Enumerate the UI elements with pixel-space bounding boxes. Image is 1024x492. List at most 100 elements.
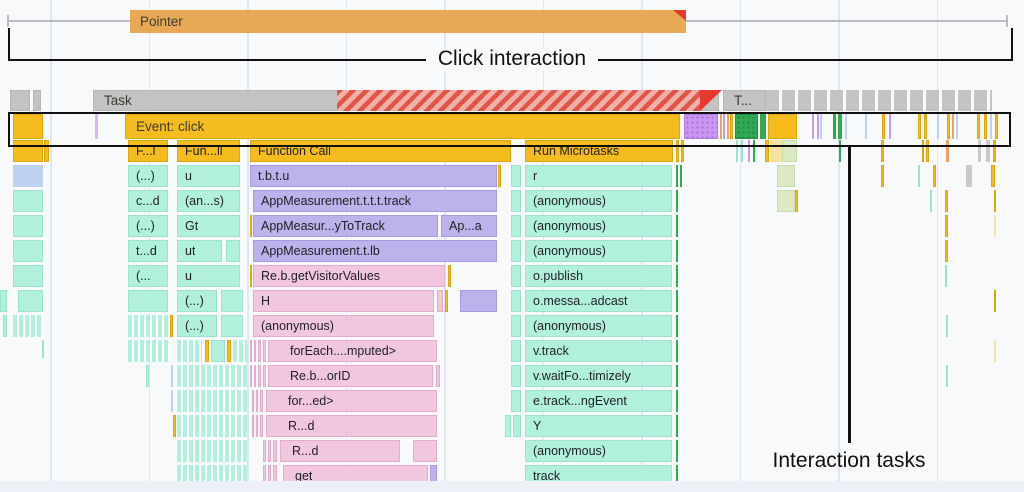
flame-bar-appmeasurement-t-t-t-track[interactable]: AppMeasurement.t.t.t.track bbox=[253, 190, 497, 212]
flame-sliver bbox=[505, 415, 511, 437]
flame-sliver bbox=[926, 140, 929, 162]
flame-bar-f-l[interactable]: F...l bbox=[128, 140, 168, 162]
flame-sliver bbox=[511, 190, 521, 212]
flame-sliver bbox=[511, 315, 521, 337]
flame-sliver bbox=[170, 315, 173, 337]
flame-bar-appmeasur-ytotrack[interactable]: AppMeasur...yToTrack bbox=[253, 215, 438, 237]
flame-bar-gt[interactable]: Gt bbox=[177, 215, 240, 237]
flame-bar-bar[interactable]: (...) bbox=[177, 315, 217, 337]
flame-bar-label: (...) bbox=[136, 169, 155, 183]
flame-bar-pointer[interactable]: Pointer bbox=[130, 10, 686, 33]
flame-bar-y[interactable]: Y bbox=[525, 415, 672, 437]
flame-bar-run-microtasks[interactable]: Run Microtasks bbox=[525, 140, 673, 162]
flame-bar-bar[interactable]: (... bbox=[128, 265, 168, 287]
flame-sliver bbox=[258, 365, 261, 387]
flame-bar-label: (... bbox=[136, 269, 151, 283]
flame-sliver bbox=[768, 114, 797, 139]
flame-bar-for-ed[interactable]: for...ed> bbox=[266, 390, 437, 412]
interaction-whisker-right bbox=[686, 20, 1008, 22]
flame-bar-fun-ll[interactable]: Fun...ll bbox=[177, 140, 240, 162]
interaction-tasks-annotation[interactable]: Interaction tasks bbox=[748, 449, 950, 473]
flame-sliver bbox=[741, 140, 743, 162]
flame-bar-u[interactable]: u bbox=[177, 265, 240, 287]
flame-sliver bbox=[13, 240, 43, 262]
flame-bar-label: (...) bbox=[136, 219, 155, 233]
gridline bbox=[838, 0, 840, 481]
flame-sliver bbox=[839, 140, 841, 162]
flame-sliver bbox=[882, 114, 885, 139]
flame-sliver bbox=[720, 114, 722, 139]
flame-bar-ap-a[interactable]: Ap...a bbox=[441, 215, 497, 237]
flame-sliver bbox=[777, 165, 795, 187]
flame-sliver bbox=[986, 140, 990, 162]
flame-bar-c-d[interactable]: c...d bbox=[128, 190, 168, 212]
flame-sliver bbox=[13, 114, 43, 139]
flame-bar-label: Run Microtasks bbox=[533, 144, 620, 158]
flame-bar-bar[interactable]: (...) bbox=[128, 165, 168, 187]
flame-bar-an-s[interactable]: (an...s) bbox=[177, 190, 240, 212]
flame-sliver bbox=[947, 114, 950, 139]
flame-bar-bar[interactable]: (...) bbox=[177, 290, 217, 312]
flame-sliver bbox=[205, 340, 209, 362]
flame-bar-o-publish[interactable]: o.publish bbox=[525, 265, 672, 287]
flame-sliver bbox=[177, 390, 247, 412]
flame-sliver bbox=[952, 114, 954, 139]
flame-bar-anonymous[interactable]: (anonymous) bbox=[525, 440, 672, 462]
flame-sliver bbox=[991, 165, 995, 187]
flame-sliver bbox=[865, 114, 867, 139]
flame-bar-anonymous[interactable]: (anonymous) bbox=[525, 240, 672, 262]
flame-bar-re-b-getvisitorvalues[interactable]: Re.b.getVisitorValues bbox=[253, 265, 445, 287]
flame-bar-function-call[interactable]: Function Call bbox=[250, 140, 511, 162]
flame-bar-label: (...) bbox=[185, 319, 204, 333]
flame-bar-label: (anonymous) bbox=[533, 319, 606, 333]
flame-bar-v-track[interactable]: v.track bbox=[525, 340, 672, 362]
flame-bar-anonymous[interactable]: (anonymous) bbox=[525, 190, 672, 212]
flame-sliver bbox=[676, 140, 679, 162]
flame-sliver bbox=[922, 140, 924, 162]
flame-bar-anonymous[interactable]: (anonymous) bbox=[253, 315, 434, 337]
flame-sliver bbox=[833, 114, 836, 139]
flame-sliver bbox=[460, 290, 497, 312]
flame-bar-event-click[interactable]: Event: click bbox=[125, 114, 680, 139]
flame-bar-e-track-ngevent[interactable]: e.track...ngEvent bbox=[525, 390, 672, 412]
flame-bar-ut[interactable]: ut bbox=[177, 240, 222, 262]
flame-sliver bbox=[937, 114, 939, 139]
flame-sliver bbox=[676, 440, 678, 462]
flame-bar-anonymous[interactable]: (anonymous) bbox=[525, 315, 672, 337]
flame-bar-v-waitfo-timizely[interactable]: v.waitFo...timizely bbox=[525, 365, 672, 387]
flame-sliver bbox=[250, 340, 252, 362]
flame-bar-label: o.publish bbox=[533, 269, 584, 283]
click-bracket-right-edge bbox=[1011, 28, 1013, 61]
flame-bar-r[interactable]: r bbox=[525, 165, 672, 187]
flame-bar-appmeasurement-t-lb[interactable]: AppMeasurement.t.lb bbox=[253, 240, 497, 262]
flame-bar-t[interactable]: T... bbox=[723, 90, 766, 111]
flame-bar-foreach-mputed[interactable]: forEach....mputed> bbox=[268, 340, 437, 362]
flame-sliver bbox=[511, 165, 521, 187]
flame-bar-t-b-t-u[interactable]: t.b.t.u bbox=[250, 165, 497, 187]
flame-bar-label: R...d bbox=[288, 419, 315, 433]
flame-sliver bbox=[18, 290, 43, 312]
flame-bar-r-d[interactable]: R...d bbox=[280, 440, 400, 462]
flame-sliver bbox=[760, 114, 766, 139]
flame-bar-t-d[interactable]: t...d bbox=[128, 240, 168, 262]
flame-bar-bar[interactable]: (...) bbox=[128, 215, 168, 237]
flame-bar-o-messa-adcast[interactable]: o.messa...adcast bbox=[525, 290, 672, 312]
flame-sliver bbox=[673, 10, 686, 21]
flame-sliver bbox=[263, 365, 266, 387]
flame-bar-h[interactable]: H bbox=[253, 290, 434, 312]
flame-sliver bbox=[995, 114, 998, 139]
flame-sliver bbox=[263, 440, 266, 462]
click-interaction-annotation[interactable]: Click interaction bbox=[0, 47, 1024, 71]
flame-bar-label: for...ed> bbox=[288, 394, 334, 408]
flame-sliver bbox=[990, 114, 992, 139]
flame-sliver bbox=[445, 290, 448, 312]
whisker-tick-right bbox=[1006, 15, 1008, 27]
flame-bar-re-b-orid[interactable]: Re.b...orID bbox=[268, 365, 433, 387]
flame-sliver bbox=[946, 140, 949, 162]
flame-sliver bbox=[13, 215, 43, 237]
flame-sliver bbox=[128, 340, 168, 362]
flame-bar-label: get bbox=[295, 469, 313, 483]
flame-bar-u[interactable]: u bbox=[177, 165, 240, 187]
flame-bar-anonymous[interactable]: (anonymous) bbox=[525, 215, 672, 237]
flame-bar-r-d[interactable]: R...d bbox=[266, 415, 437, 437]
